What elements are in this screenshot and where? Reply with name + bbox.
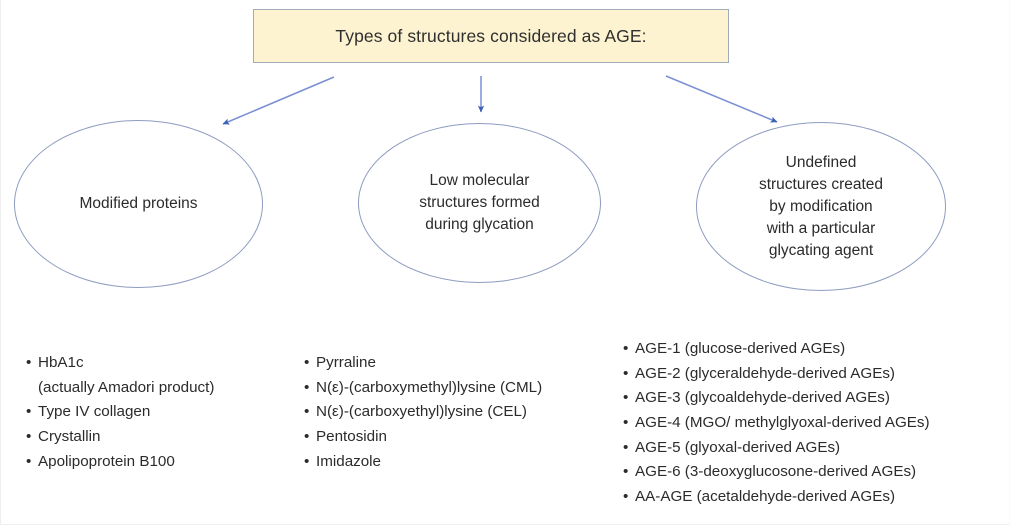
arrow-to-modified-proteins (222, 76, 335, 125)
bullet-list-modified-proteins: • HbA1c (actually Amadori product) • Type IV… (26, 351, 214, 474)
ellipse-line: Low molecular (429, 172, 530, 189)
list-item-label: AGE-5 (glyoxal-derived AGEs) (635, 438, 841, 456)
list-item: • Apolipoprotein B100 (26, 450, 214, 475)
bullet-icon: • (304, 452, 310, 470)
bullet-icon: • (26, 354, 32, 371)
list-item: • AGE-4 (MGO/ methylglyoxal-derived AGEs) (623, 411, 930, 436)
list-item-label: AA-AGE (acetaldehyde-derived AGEs) (635, 487, 895, 505)
page-title: Types of structures considered as AGE: (335, 25, 647, 46)
list-item: • N(ε)-(carboxymethyl)lysine (CML) (304, 376, 542, 401)
bullet-icon: • (623, 438, 629, 456)
list-item-label: Type IV collagen (38, 403, 151, 421)
ellipse-line: glycating agent (768, 241, 874, 259)
bullet-icon: • (623, 340, 629, 357)
ellipse-line: during glycation (425, 216, 534, 233)
bullet-list-undefined: • AGE-1 (glucose-derived AGEs) • AGE-2 (gly… (623, 337, 930, 509)
list-item-label: Crystallin (38, 427, 101, 445)
bullet-icon: • (304, 403, 310, 421)
list-item: • AGE-1 (glucose-derived AGEs) (623, 337, 930, 362)
ellipse-line: with a particular (766, 219, 876, 237)
list-item: • N(ε)-(carboxyethyl)lysine (CEL) (304, 400, 542, 425)
list-item-label: AGE-4 (MGO/ methylglyoxal-derived AGEs) (635, 413, 930, 431)
list-item-label: AGE-3 (glycoaldehyde-derived AGEs) (635, 389, 890, 407)
ellipse-modified-proteins-label: Modified proteins (57, 193, 219, 215)
list-item-label: Pyrraline (316, 354, 376, 371)
list-item-label: Apolipoprotein B100 (38, 452, 175, 470)
ellipse-modified-proteins: Modified proteins (14, 120, 263, 288)
ellipse-undefined-label: Undefined structures created by modificati… (737, 152, 905, 262)
bullet-icon: • (304, 378, 310, 396)
bullet-icon: • (623, 413, 629, 431)
list-item-label: (actually Amadori product) (38, 378, 215, 396)
ellipse-line: structures created (758, 175, 884, 193)
list-item: • AGE-2 (glyceraldehyde-derived AGEs) (623, 362, 930, 387)
list-item-label: Pentosidin (316, 427, 387, 445)
list-item: • AGE-6 (3-deoxyglucosone-derived AGEs) (623, 460, 930, 485)
ellipse-line: by modification (769, 197, 873, 215)
bullet-icon: • (304, 427, 310, 445)
bullet-icon: • (623, 463, 629, 481)
list-item: • Pyrraline (304, 351, 542, 376)
list-item: • AA-AGE (acetaldehyde-derived AGEs) (623, 485, 930, 510)
ellipse-line: Undefined (785, 153, 857, 171)
list-item: • AGE-3 (glycoaldehyde-derived AGEs) (623, 386, 930, 411)
list-item: • Type IV collagen (26, 400, 214, 425)
list-item-label: Imidazole (316, 452, 381, 470)
list-item: • Crystallin (26, 425, 214, 450)
list-item: • Pentosidin (304, 425, 542, 450)
list-item: • AGE-5 (glyoxal-derived AGEs) (623, 436, 930, 461)
list-item-label: AGE-6 (3-deoxyglucosone-derived AGEs) (635, 463, 917, 481)
list-item-label: N(ε)-(carboxyethyl)lysine (CEL) (316, 403, 527, 421)
ellipse-line: structures formed (419, 194, 540, 211)
diagram-title-box: Types of structures considered as AGE: (253, 9, 729, 63)
bullet-icon: • (623, 364, 629, 382)
list-item-label: AGE-2 (glyceraldehyde-derived AGEs) (635, 364, 895, 382)
list-item-label: N(ε)-(carboxymethyl)lysine (CML) (316, 378, 543, 396)
ellipse-undefined: Undefined structures created by modificati… (696, 122, 946, 291)
list-item-label: AGE-1 (glucose-derived AGEs) (635, 340, 846, 357)
ellipse-line: Modified proteins (79, 195, 198, 212)
arrow-to-undefined (665, 75, 778, 123)
list-item-label: HbA1c (38, 354, 84, 371)
list-item: (actually Amadori product) (26, 376, 214, 401)
list-item: • Imidazole (304, 450, 542, 475)
ellipse-low-molecular-label: Low molecular structures formed during gly… (397, 170, 562, 236)
bullet-icon: • (304, 354, 310, 371)
bullet-icon: • (623, 487, 629, 505)
list-item: • HbA1c (26, 351, 214, 376)
bullet-icon: • (26, 427, 32, 445)
bullet-list-low-molecular: • Pyrraline • N(ε)-(carboxymethyl)lysine (C… (304, 351, 542, 474)
ellipse-low-molecular: Low molecular structures formed during gly… (358, 123, 601, 283)
bullet-icon: • (623, 389, 629, 407)
bullet-icon: • (26, 452, 32, 470)
bullet-icon: • (26, 403, 32, 421)
